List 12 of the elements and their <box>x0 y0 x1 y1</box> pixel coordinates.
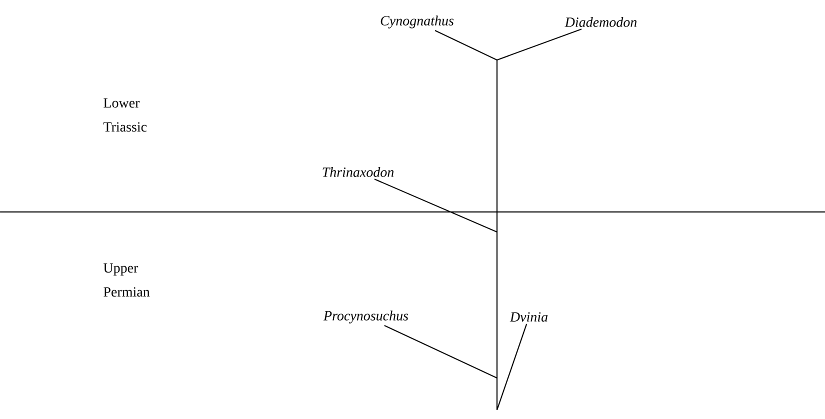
branch-line <box>374 178 498 232</box>
taxon-name: Procynosuchus <box>323 310 408 324</box>
period-label: Lower Triassic <box>103 98 147 132</box>
period-label: Upper Permian <box>104 263 150 297</box>
taxon-name: Diademodon <box>564 17 637 27</box>
branch-line <box>434 30 498 60</box>
taxon-name: Cynognathus <box>380 16 454 28</box>
branch-line <box>384 325 498 378</box>
taxon-name: Thrinaxodon <box>322 167 394 177</box>
branch-line <box>496 324 528 410</box>
taxon-name: Dvinia <box>510 312 548 322</box>
branch-line <box>496 28 582 60</box>
